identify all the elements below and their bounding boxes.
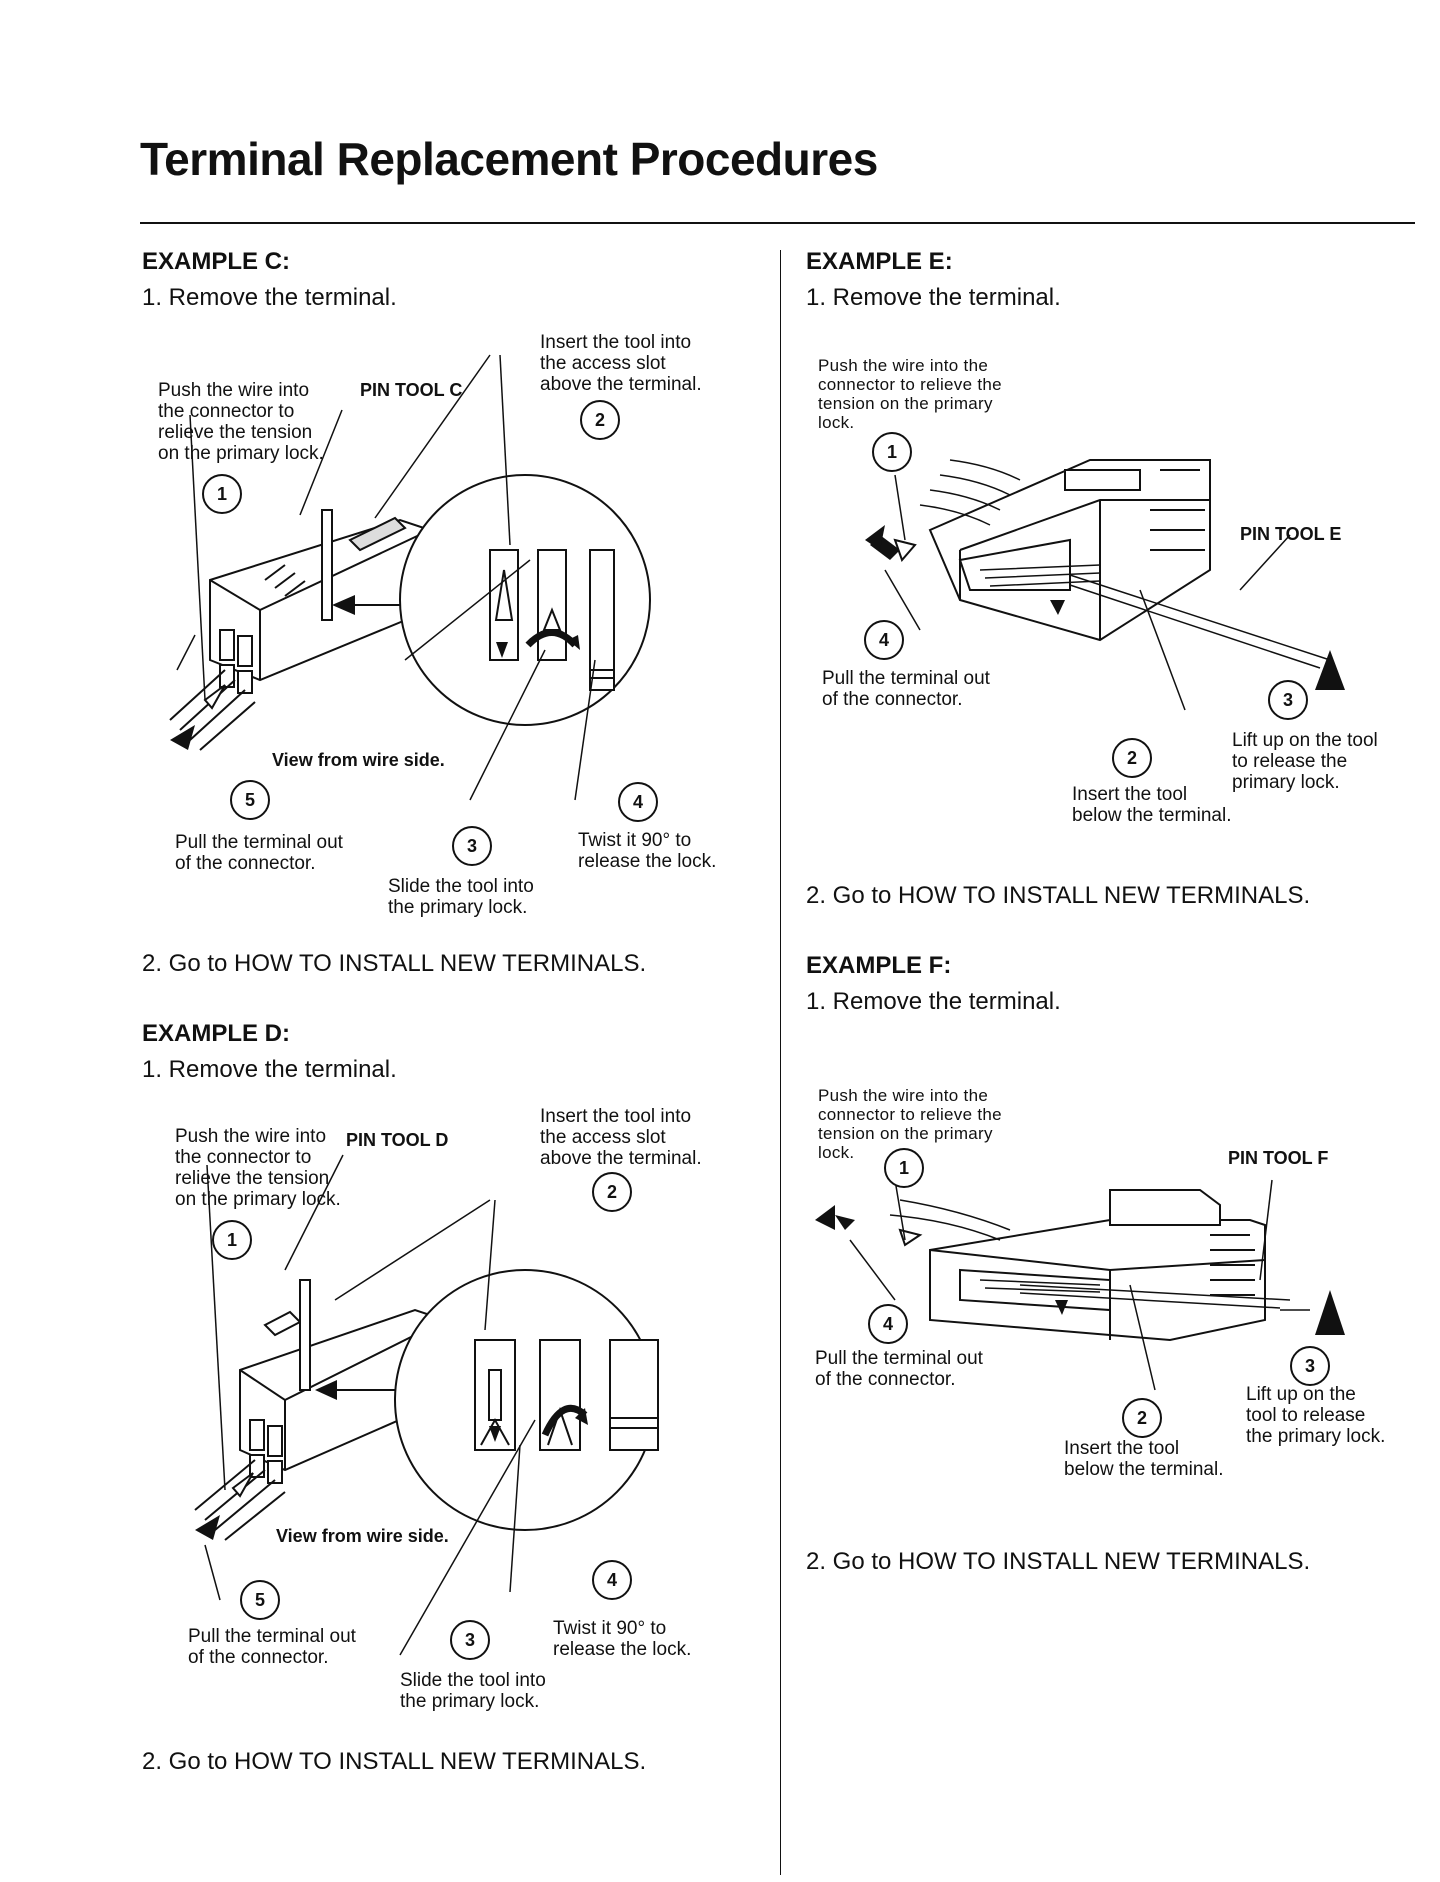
example-c-insert-label: Insert the tool into the access slot abo… — [540, 332, 702, 395]
example-d-twist-label: Twist it 90° to release the lock. — [553, 1618, 692, 1660]
example-d-step1: 1. Remove the terminal. — [142, 1056, 397, 1083]
example-d-callout-4: 4 — [592, 1560, 632, 1600]
example-e-callout-1: 1 — [872, 432, 912, 472]
example-e-lift-label: Lift up on the tool to release the prima… — [1232, 730, 1378, 793]
example-d-push-label: Push the wire into the connector to reli… — [175, 1126, 341, 1210]
example-c-twist-label: Twist it 90° to release the lock. — [578, 830, 717, 872]
example-c-push-label: Push the wire into the connector to reli… — [158, 380, 324, 464]
example-f-callout-1: 1 — [884, 1148, 924, 1188]
example-f-diagram — [815, 1179, 1345, 1391]
example-d-view-label: View from wire side. — [276, 1526, 449, 1546]
example-f-heading: EXAMPLE F: — [806, 952, 952, 979]
example-d-slide-label: Slide the tool into the primary lock. — [400, 1670, 546, 1712]
example-e-step1: 1. Remove the terminal. — [806, 284, 1061, 311]
example-d-callout-2: 2 — [592, 1172, 632, 1212]
example-c-heading: EXAMPLE C: — [142, 248, 291, 275]
example-c-pin-tool-label: PIN TOOL C — [360, 380, 463, 400]
column-divider — [780, 250, 781, 1875]
example-c-slide-label: Slide the tool into the primary lock. — [388, 876, 534, 918]
example-c-pull-label: Pull the terminal out of the connector. — [175, 832, 343, 874]
example-c-view-label: View from wire side. — [272, 750, 445, 770]
example-d-step2: 2. Go to HOW TO INSTALL NEW TERMINALS. — [142, 1748, 647, 1775]
example-c-step1: 1. Remove the terminal. — [142, 284, 397, 311]
example-e-step2: 2. Go to HOW TO INSTALL NEW TERMINALS. — [806, 882, 1311, 909]
example-e-callout-3: 3 — [1268, 680, 1308, 720]
example-f-push-label: Push the wire into the connector to reli… — [818, 1086, 1002, 1162]
example-d-diagram — [194, 1154, 659, 1656]
example-f-callout-3: 3 — [1290, 1346, 1330, 1386]
example-d-pull-label: Pull the terminal out of the connector. — [188, 1626, 356, 1668]
example-f-lift-label: Lift up on the tool to release the prima… — [1246, 1384, 1386, 1447]
example-f-pin-tool-label: PIN TOOL F — [1228, 1148, 1329, 1168]
example-e-push-label: Push the wire into the connector to reli… — [818, 356, 1002, 432]
example-f-callout-4: 4 — [868, 1304, 908, 1344]
example-e-heading: EXAMPLE E: — [806, 248, 953, 275]
example-c-callout-1: 1 — [202, 474, 242, 514]
example-c-callout-3: 3 — [452, 826, 492, 866]
example-d-insert-label: Insert the tool into the access slot abo… — [540, 1106, 702, 1169]
page-title: Terminal Replacement Procedures — [140, 133, 878, 185]
example-f-insert-label: Insert the tool below the terminal. — [1064, 1438, 1224, 1480]
example-e-insert-label: Insert the tool below the terminal. — [1072, 784, 1232, 826]
example-f-step2: 2. Go to HOW TO INSTALL NEW TERMINALS. — [806, 1548, 1311, 1575]
example-d-pin-tool-label: PIN TOOL D — [346, 1130, 449, 1150]
example-c-step2: 2. Go to HOW TO INSTALL NEW TERMINALS. — [142, 950, 647, 977]
example-f-step1: 1. Remove the terminal. — [806, 988, 1061, 1015]
example-d-heading: EXAMPLE D: — [142, 1020, 291, 1047]
example-c-callout-2: 2 — [580, 400, 620, 440]
example-e-diagram — [865, 459, 1345, 711]
example-f-callout-2: 2 — [1122, 1398, 1162, 1438]
example-e-pull-label: Pull the terminal out of the connector. — [822, 668, 990, 710]
example-e-callout-2: 2 — [1112, 738, 1152, 778]
example-d-callout-5: 5 — [240, 1580, 280, 1620]
example-e-callout-4: 4 — [864, 620, 904, 660]
example-c-diagram — [169, 354, 651, 801]
example-c-callout-4: 4 — [618, 782, 658, 822]
example-d-callout-1: 1 — [212, 1220, 252, 1260]
title-rule — [140, 222, 1415, 224]
example-f-pull-label: Pull the terminal out of the connector. — [815, 1348, 983, 1390]
example-d-callout-3: 3 — [450, 1620, 490, 1660]
example-e-pin-tool-label: PIN TOOL E — [1240, 524, 1342, 544]
example-c-callout-5: 5 — [230, 780, 270, 820]
